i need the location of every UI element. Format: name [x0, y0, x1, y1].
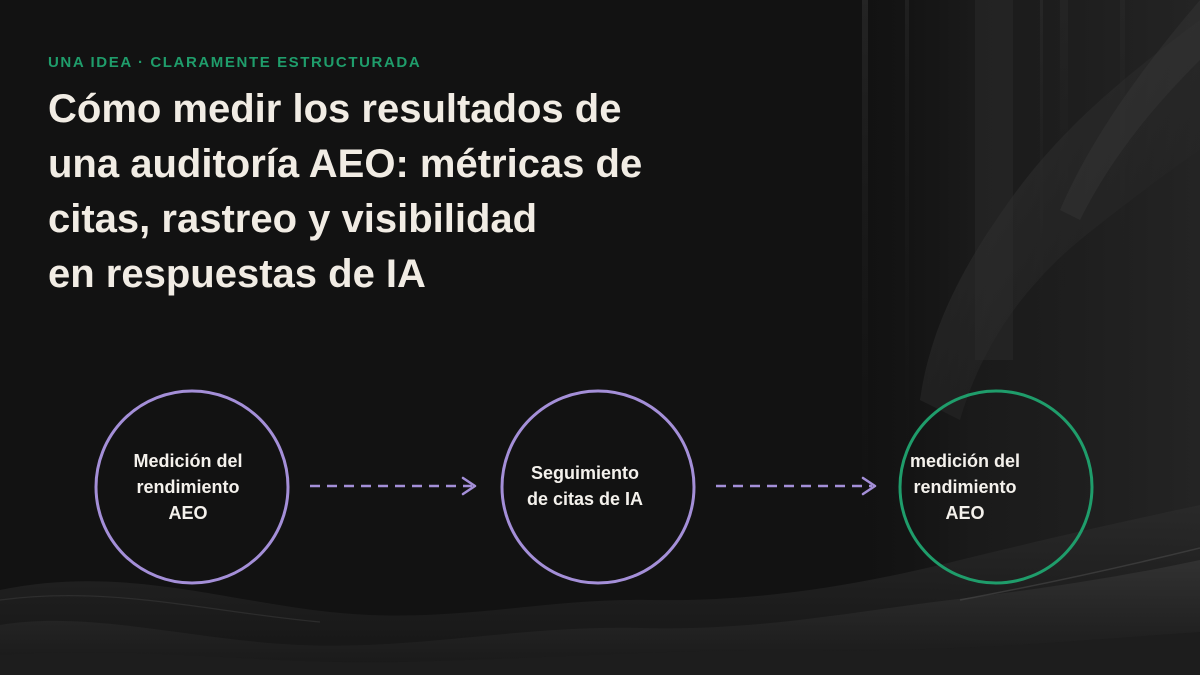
flow-node-circle-3 — [898, 389, 1094, 585]
flow-node-label-2: Seguimiento de citas de IA — [526, 463, 644, 509]
flow-node-circle-2 — [500, 389, 696, 585]
flow-node-circle-1 — [94, 389, 290, 585]
flow-arrow-2 — [716, 476, 877, 496]
flow-diagram — [94, 389, 1094, 585]
slide-title: Cómo medir los resultados de una auditor… — [48, 82, 808, 302]
eyebrow-label: UNA IDEA · CLARAMENTE ESTRUCTURADA — [48, 54, 422, 71]
flow-node-label-3: medición del rendimiento AEO — [909, 451, 1021, 523]
title-line-1: Cómo medir los resultados de — [48, 87, 622, 131]
title-line-3: citas, rastreo y visibilidad — [48, 197, 538, 241]
flow-node-label-1: Medición del rendimiento AEO — [133, 451, 243, 523]
title-line-4: en respuestas de IA — [48, 252, 426, 296]
flow-arrow-1 — [310, 476, 477, 496]
title-line-2: una auditoría AEO: métricas de — [48, 142, 643, 186]
